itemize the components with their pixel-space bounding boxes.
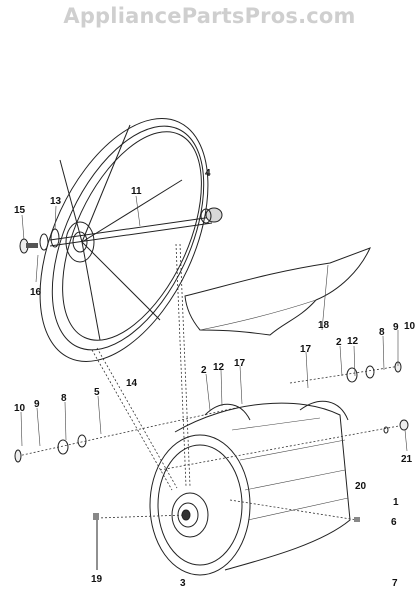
callout-11: 11 bbox=[131, 186, 142, 197]
left-shaft-hardware bbox=[19, 228, 60, 254]
callout-8a: 8 bbox=[61, 393, 67, 404]
callout-2a: 2 bbox=[201, 365, 207, 376]
callout-10a: 10 bbox=[14, 403, 26, 414]
watermark-text: AppliancePartsPros.com bbox=[63, 4, 356, 28]
pulley-axle bbox=[49, 216, 213, 247]
callout-8b: 8 bbox=[379, 327, 385, 338]
callout-17a: 17 bbox=[234, 358, 246, 369]
callout-3: 3 bbox=[180, 578, 186, 589]
callout-10b: 10 bbox=[404, 321, 416, 332]
mounting-rod-right bbox=[289, 361, 402, 384]
callout-1: 1 bbox=[393, 497, 399, 508]
belt-guard-shroud bbox=[184, 247, 371, 336]
callout-15: 15 bbox=[14, 205, 26, 216]
leader-lines bbox=[20, 195, 408, 452]
callout-7: 7 bbox=[392, 578, 398, 589]
callout-4: 4 bbox=[205, 168, 211, 179]
mounting-rod-left bbox=[14, 406, 241, 463]
callout-5: 5 bbox=[94, 387, 100, 398]
callout-19: 19 bbox=[91, 574, 103, 585]
callout-2b: 2 bbox=[336, 337, 342, 348]
screw-part-19 bbox=[93, 513, 187, 570]
screw-part-6 bbox=[229, 499, 360, 522]
motor-assembly bbox=[149, 400, 351, 576]
large-pulley-wheel bbox=[39, 118, 209, 362]
drive-belt bbox=[91, 243, 191, 491]
callout-18: 18 bbox=[318, 320, 330, 331]
callout-6: 6 bbox=[391, 517, 397, 528]
callout-17b: 17 bbox=[300, 344, 312, 355]
callout-12b: 12 bbox=[347, 336, 359, 347]
callout-labels: 1 2 2 3 4 5 6 7 8 8 9 9 10 10 11 12 12 1… bbox=[14, 168, 416, 589]
callout-9b: 9 bbox=[393, 322, 399, 333]
callout-20: 20 bbox=[355, 481, 367, 492]
callout-21: 21 bbox=[401, 454, 413, 465]
bushing-part bbox=[200, 207, 223, 224]
mounting-rod-lower bbox=[159, 419, 409, 471]
callout-13: 13 bbox=[50, 196, 62, 207]
callout-16: 16 bbox=[30, 287, 42, 298]
callout-12a: 12 bbox=[213, 362, 225, 373]
callout-9a: 9 bbox=[34, 399, 40, 410]
callout-14: 14 bbox=[126, 378, 138, 389]
